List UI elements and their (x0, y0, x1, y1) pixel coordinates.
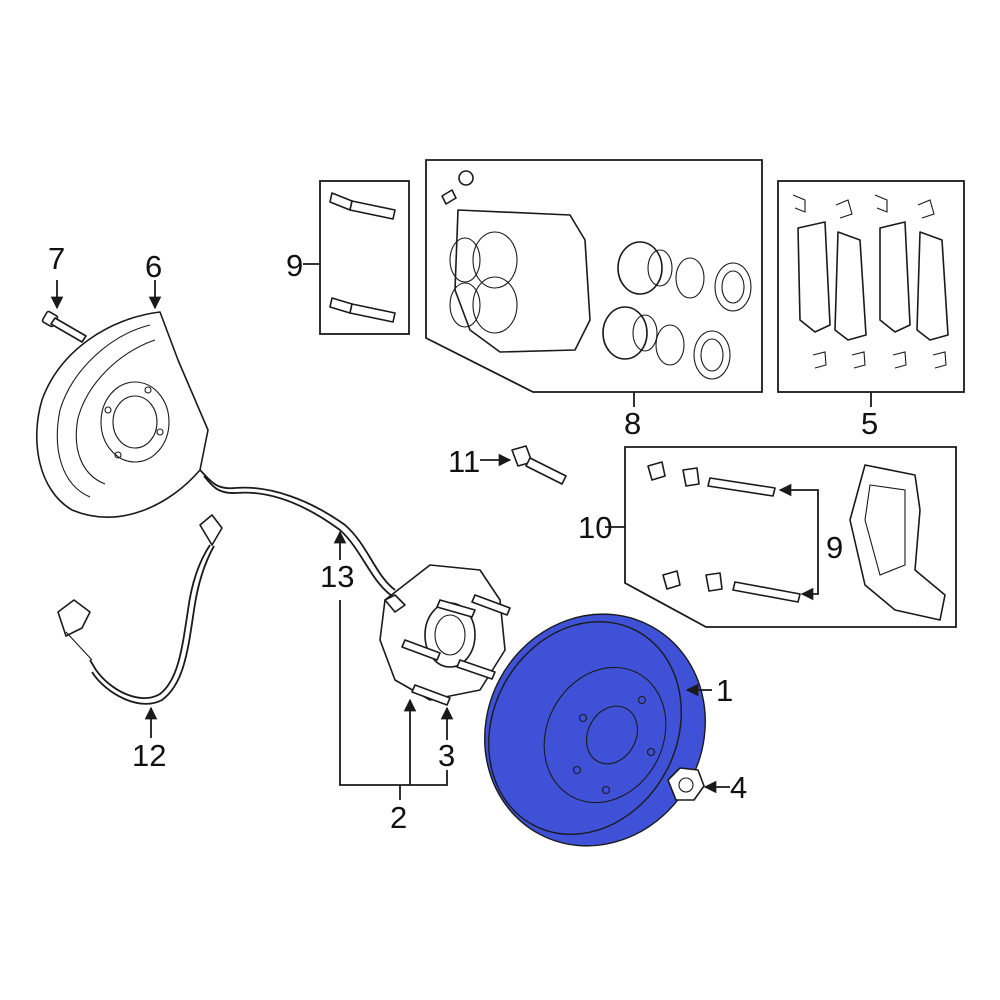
bracket-hardware-bottom[interactable] (662, 570, 801, 603)
callout-9-top: 9 (286, 248, 303, 283)
callout-13: 13 (320, 559, 354, 594)
box-caliper (425, 159, 763, 393)
guide-pin[interactable] (329, 192, 396, 220)
bleeder-screw[interactable] (441, 170, 474, 205)
callout-4: 4 (730, 770, 747, 805)
box-brake-pads (777, 180, 965, 393)
callout-11: 11 (448, 444, 480, 479)
splash-shield[interactable] (36, 311, 209, 518)
piston-seals[interactable] (655, 257, 752, 380)
callout-5: 5 (861, 406, 878, 441)
wheel-hub[interactable] (379, 564, 511, 706)
caliper-bolt[interactable] (511, 445, 567, 485)
caliper-housing[interactable] (449, 209, 591, 353)
box-caliper-bracket (624, 446, 957, 628)
caliper-piston[interactable] (602, 241, 673, 360)
callout-8: 8 (624, 406, 641, 441)
box-guide-pins-top (319, 180, 410, 335)
pad-clips[interactable] (792, 194, 947, 369)
rotor-face (488, 621, 682, 835)
shield-bolt[interactable] (41, 310, 87, 343)
guide-pin[interactable] (329, 297, 396, 323)
callout-7: 7 (48, 241, 65, 276)
bracket-hardware-top[interactable] (647, 461, 776, 497)
wheel-speed-sensor[interactable] (57, 514, 223, 705)
callout-6: 6 (145, 249, 162, 284)
callout-10: 10 (578, 510, 612, 545)
callout-3: 3 (438, 738, 455, 773)
brake-rotor[interactable] (444, 575, 746, 885)
callouts: 7 6 9 8 5 11 10 9 13 1 12 3 4 2 (48, 241, 878, 835)
brake-pad[interactable] (797, 221, 949, 341)
abs-cable[interactable] (199, 469, 396, 597)
callout-12: 12 (132, 738, 166, 773)
caliper-bracket[interactable] (849, 464, 946, 621)
callout-2: 2 (390, 800, 407, 835)
wheel-studs[interactable] (401, 594, 511, 706)
leader-lines (50, 263, 872, 800)
callout-1: 1 (716, 673, 733, 708)
callout-9-right: 9 (826, 530, 843, 565)
